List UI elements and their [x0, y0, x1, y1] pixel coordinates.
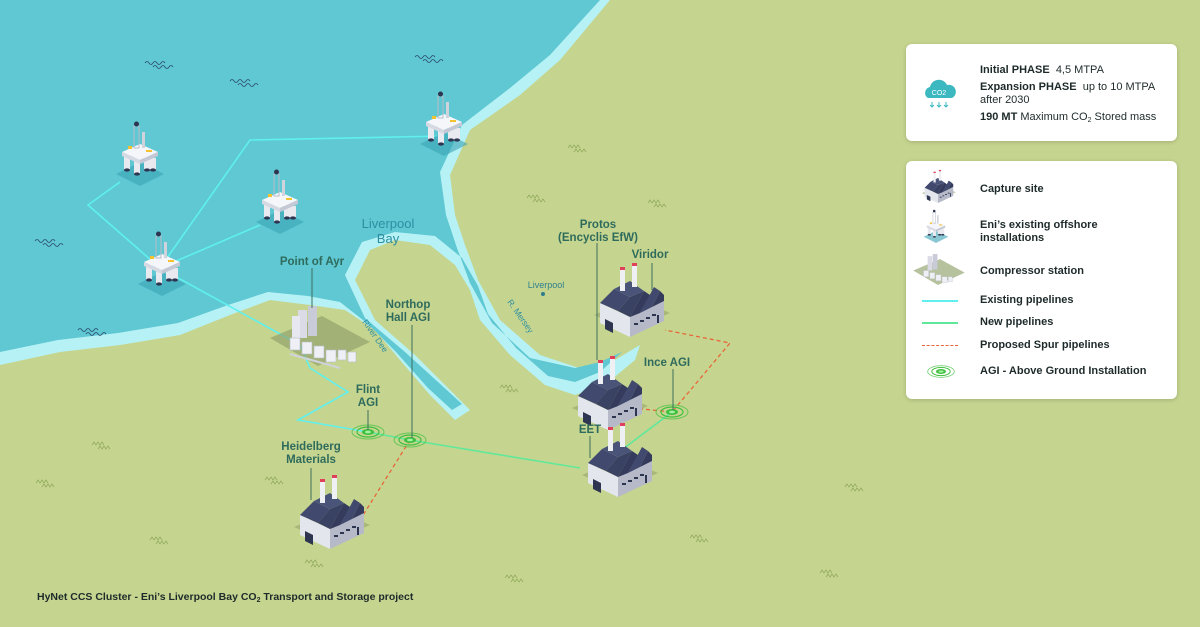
spur-pipelines	[359, 329, 732, 521]
existing-pipelines	[86, 135, 446, 433]
legend-item-offshore: Eni’s existing offshore installations	[906, 209, 1177, 244]
max-stored-subscript: 2	[1087, 117, 1092, 124]
existing-pipeline-segment	[159, 135, 446, 269]
bay-label: Liverpool	[362, 216, 415, 231]
legend-item-new-pipelines: New pipelines	[906, 315, 1177, 343]
agi-icon	[927, 365, 955, 378]
initial-phase-label: Initial PHASE	[980, 64, 1050, 76]
legend-item-agi: AGI - Above Ground Installation	[906, 363, 1177, 391]
legend-card: Capture site Eni’s existing offshore ins…	[906, 161, 1177, 399]
initial-phase-value: 4,5 MTPA	[1055, 64, 1104, 76]
site-label-northop: Hall AGI	[386, 312, 430, 324]
existing-pipeline-segment	[86, 181, 161, 269]
site-label-flint: Flint	[356, 384, 380, 396]
site-label-protos: (Encyclis EfW)	[558, 232, 638, 244]
caption-text-end: Transport and Storage project	[260, 591, 414, 603]
spur-pipeline-segment	[359, 439, 411, 521]
agi-icon[interactable]	[393, 432, 427, 448]
phase-info-card: CO2 Initial PHASE 4,5 MTPA Expansion PHA…	[906, 44, 1177, 141]
caption-text: HyNet CCS Cluster - Eni’s Liverpool Bay …	[37, 591, 257, 603]
map-caption: HyNet CCS Cluster - Eni’s Liverpool Bay …	[37, 591, 413, 604]
max-stored-row: 190 MT Maximum CO2 Stored mass	[980, 111, 1156, 127]
legend-label: Eni’s existing offshore installations	[980, 219, 1098, 244]
legend-label: New pipelines	[980, 316, 1054, 328]
initial-phase-row: Initial PHASE 4,5 MTPA	[980, 64, 1156, 77]
legend-label: AGI - Above Ground Installation	[980, 365, 1147, 377]
site-label-heidelberg: Heidelberg	[281, 441, 340, 453]
site-label-heidelberg: Materials	[286, 454, 336, 466]
existing-pipeline-segment	[295, 344, 369, 433]
expansion-phase-value: up to 10 MTPA	[1082, 81, 1156, 93]
existing-pipeline-line	[922, 300, 958, 302]
spur-pipeline-segment	[631, 329, 732, 413]
site-label-flint: AGI	[358, 397, 378, 409]
legend-label: Proposed Spur pipelines	[980, 339, 1110, 351]
caption-subscript: 2	[256, 597, 261, 604]
max-stored-text: Maximum CO	[1020, 111, 1088, 123]
max-stored-text-end: Stored mass	[1091, 111, 1157, 123]
co2-cloud-icon: CO2	[925, 79, 956, 108]
offshore-installation-icon	[923, 209, 949, 244]
legend-item-capture-site: Capture site	[906, 169, 1177, 203]
legend-item-compressor: Compressor station	[906, 254, 1177, 285]
bay-label: Bay	[377, 231, 400, 246]
site-label-point-of-ayr: Point of Ayr	[280, 256, 345, 268]
leader-lines	[310, 243, 674, 500]
capture-site-icon	[921, 169, 956, 203]
sea	[0, 0, 622, 410]
site-label-viridor: Viridor	[632, 249, 669, 261]
legend-item-existing-pipelines: Existing pipelines	[906, 293, 1177, 321]
legend-label: Compressor station	[980, 265, 1084, 277]
spur-pipeline-line	[922, 345, 958, 346]
legend-label: Existing pipelines	[980, 294, 1074, 306]
compressor-station-icon	[913, 254, 965, 285]
site-label-protos: Protos	[580, 219, 616, 231]
new-pipeline-line	[922, 322, 958, 324]
city-dot	[541, 292, 545, 296]
max-stored-label: 190 MT	[980, 111, 1018, 123]
expansion-phase-label: Expansion PHASE	[980, 81, 1077, 93]
existing-pipeline-segment	[159, 267, 301, 346]
expansion-phase-note: after 2030	[980, 94, 1030, 106]
site-label-ince: Ince AGI	[644, 357, 690, 369]
agi-icon[interactable]	[655, 404, 689, 420]
site-label-northop: Northop	[386, 299, 431, 311]
site-label-eet: EET	[579, 424, 601, 436]
city-label: Liverpool	[528, 280, 565, 290]
legend-label: Capture site	[980, 183, 1044, 195]
compressor-station-icon[interactable]	[270, 306, 370, 369]
co2-icon-text: CO2	[932, 90, 947, 97]
legend-item-spur-pipelines: Proposed Spur pipelines	[906, 338, 1177, 366]
expansion-phase-row: Expansion PHASE up to 10 MTPA	[980, 81, 1156, 94]
